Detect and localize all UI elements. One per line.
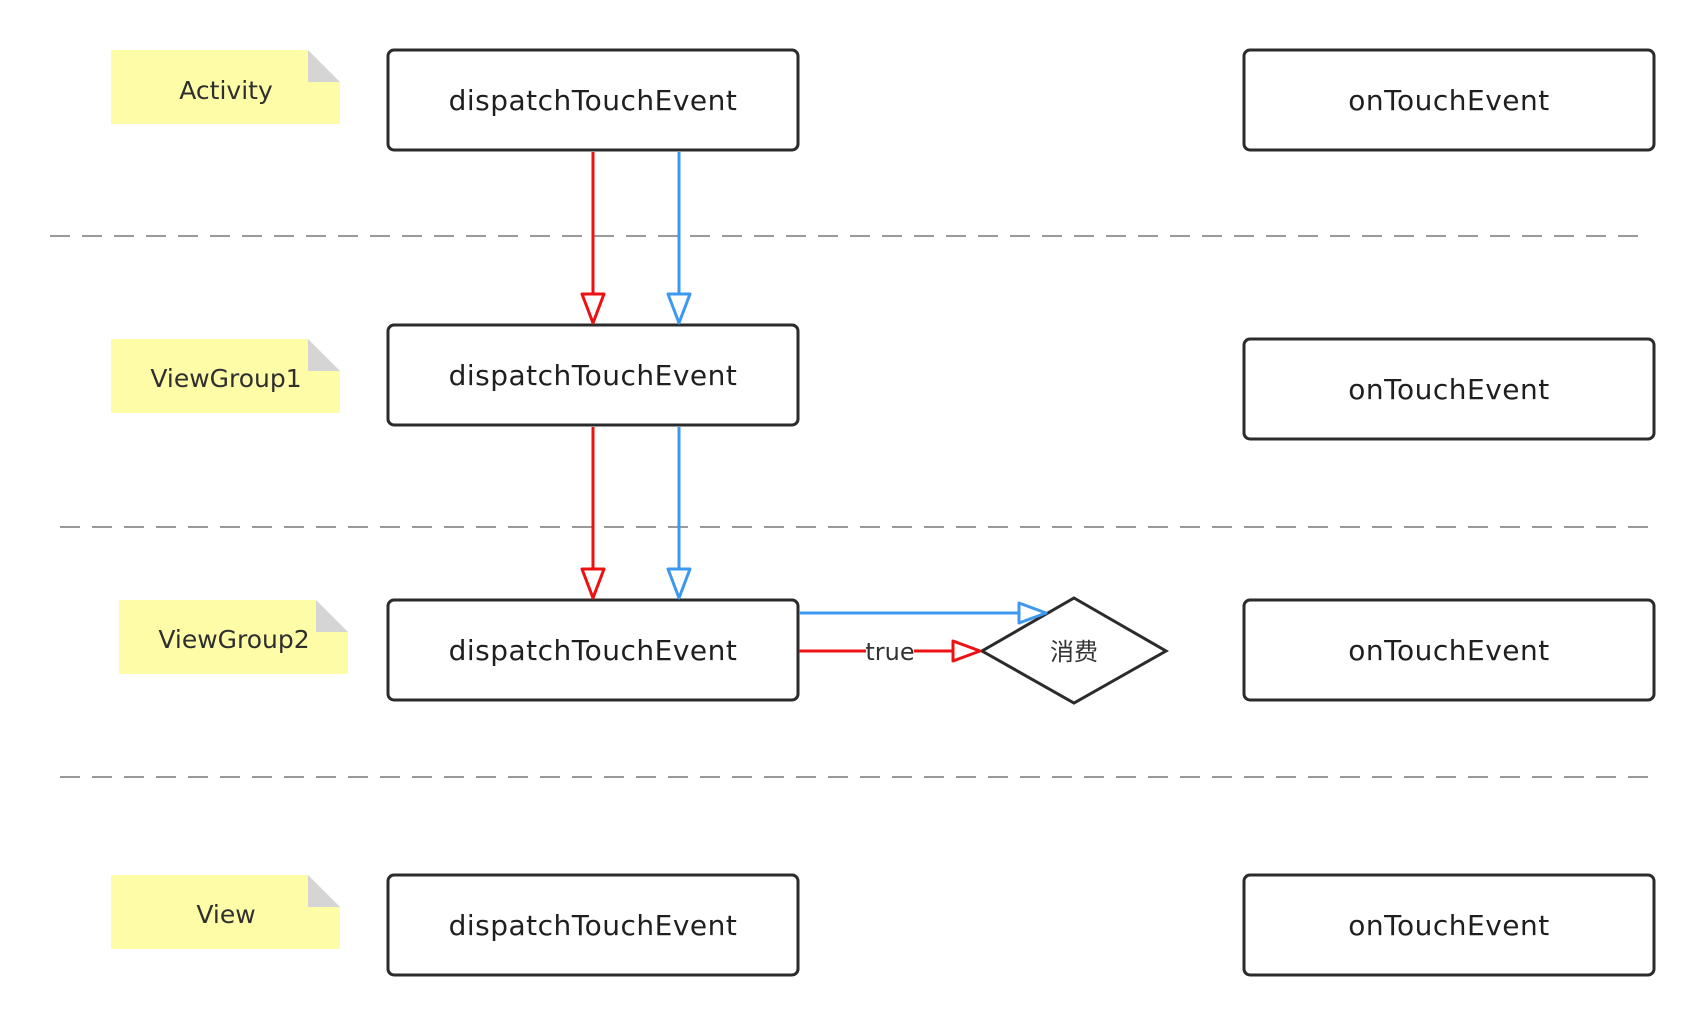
lane-label: View [196, 900, 255, 929]
ontouch-label: onTouchEvent [1348, 84, 1549, 117]
dispatch-touch-event-box[interactable]: dispatchTouchEvent [386, 873, 800, 977]
ontouch-label: onTouchEvent [1348, 909, 1549, 942]
lane-activity: Activity dispatchTouchEvent onTouchEvent [111, 48, 1656, 152]
on-touch-event-box[interactable]: onTouchEvent [1242, 873, 1656, 977]
on-touch-event-box[interactable]: onTouchEvent [1242, 598, 1656, 702]
dispatch-touch-event-box[interactable]: dispatchTouchEvent [386, 323, 800, 427]
lane-viewgroup2: ViewGroup2 dispatchTouchEvent onTouchEve… [119, 598, 1656, 702]
dispatch-label: dispatchTouchEvent [449, 84, 738, 117]
arrow-blue-viewgroup1-to-viewgroup2 [666, 427, 692, 600]
dispatch-label: dispatchTouchEvent [449, 634, 738, 667]
on-touch-event-box[interactable]: onTouchEvent [1242, 48, 1656, 152]
lane-label: Activity [179, 76, 273, 105]
arrow-blue-dispatch-to-consume [799, 601, 1048, 625]
ontouch-label: onTouchEvent [1348, 373, 1549, 406]
on-touch-event-box[interactable]: onTouchEvent [1242, 337, 1656, 441]
dispatch-label: dispatchTouchEvent [449, 909, 738, 942]
lane-viewgroup1: ViewGroup1 dispatchTouchEvent onTouchEve… [111, 323, 1656, 441]
arrow-blue-activity-to-viewgroup1 [666, 152, 692, 325]
ontouch-label: onTouchEvent [1348, 634, 1549, 667]
lane-label: ViewGroup1 [150, 364, 301, 393]
lane-label-note: Activity [111, 50, 340, 124]
dispatch-label: dispatchTouchEvent [449, 359, 738, 392]
lane-label-note: ViewGroup2 [119, 600, 348, 674]
arrow-red-activity-to-viewgroup1 [580, 152, 606, 325]
consume-decision-diamond[interactable]: 消费 [978, 596, 1170, 705]
arrow-red-viewgroup1-to-viewgroup2 [580, 427, 606, 600]
consume-label: 消费 [1050, 638, 1098, 666]
dispatch-touch-event-box[interactable]: dispatchTouchEvent [386, 48, 800, 152]
lane-label-note: ViewGroup1 [111, 339, 340, 413]
lane-view: View dispatchTouchEvent onTouchEvent [111, 873, 1656, 977]
dispatch-touch-event-box[interactable]: dispatchTouchEvent [386, 598, 800, 702]
lane-label-note: View [111, 875, 340, 949]
edge-true-label: true [865, 638, 914, 666]
arrow-red-dispatch-true-to-consume: true [799, 638, 982, 666]
lane-label: ViewGroup2 [158, 625, 309, 654]
